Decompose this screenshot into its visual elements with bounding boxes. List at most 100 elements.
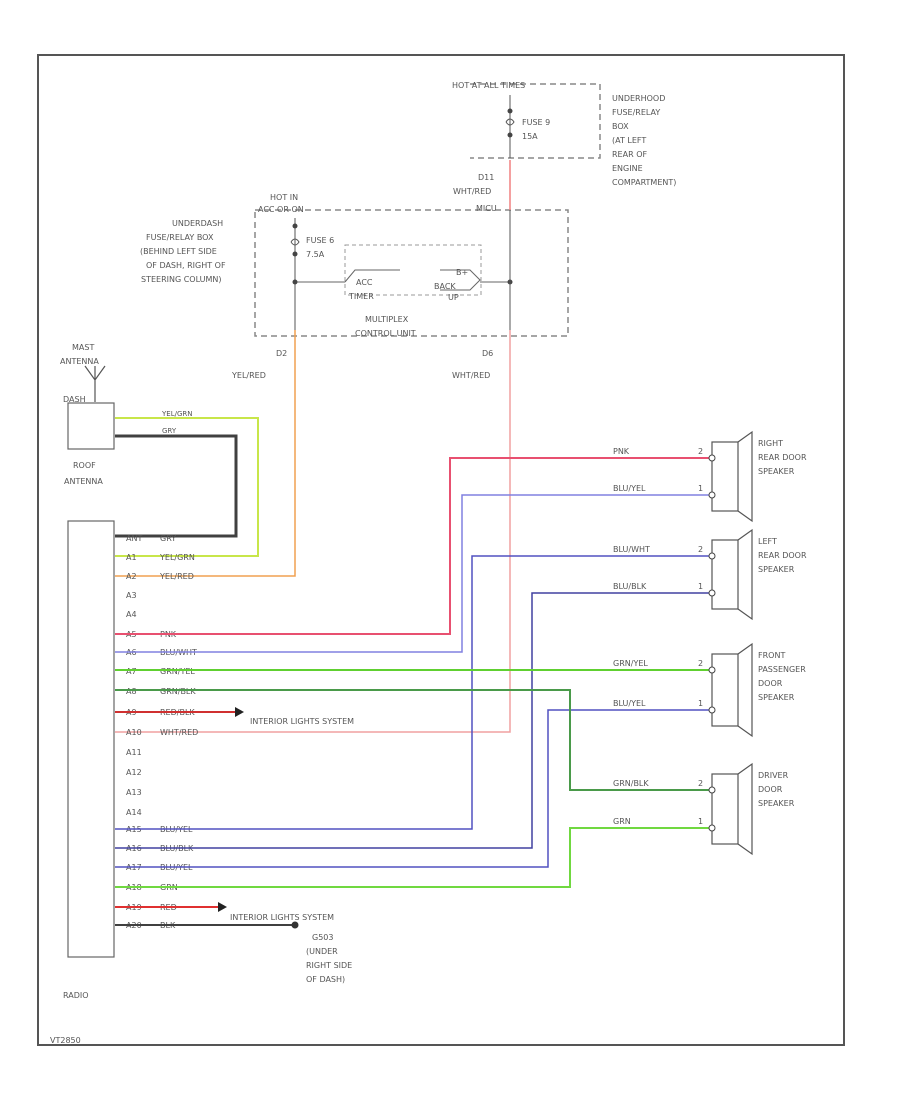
- radio-pin-wire-label: YEL/RED: [159, 572, 194, 581]
- micu-top-label: MICU: [476, 204, 497, 213]
- speaker-name-label: SPEAKER: [758, 693, 795, 702]
- speaker-wire-label: BLU/YEL: [613, 484, 646, 493]
- figure-code: VT2850: [50, 1036, 81, 1045]
- radio-pin-label: A13: [126, 788, 142, 797]
- radio-label: RADIO: [63, 991, 89, 1000]
- wire-pnk: [115, 457, 712, 635]
- interior-lights-label-2: INTERIOR LIGHTS SYSTEM: [230, 913, 334, 922]
- speaker-cone-icon: [737, 762, 753, 856]
- wire-antenna-gry: [115, 434, 238, 538]
- wire-right-label: WHT/RED: [452, 371, 490, 380]
- wire-white-red: [115, 330, 511, 733]
- wire-yel-red: [115, 330, 296, 577]
- underdash-box-label: UNDERDASH FUSE/RELAY BOX (BEHIND LEFT SI…: [140, 219, 228, 284]
- radio-pin-label: A8: [126, 687, 137, 696]
- pin-right-label: D6: [482, 349, 493, 358]
- speaker-cone-icon: [737, 528, 753, 621]
- radio-unit: [67, 520, 115, 958]
- antenna-group: MAST ANTENNA DASH ROOF ANTENNA YEL/GRN G…: [60, 343, 259, 557]
- multiplex-label: MULTIPLEX CONTROL UNIT: [355, 315, 416, 338]
- speaker-name-label: PASSENGER: [758, 665, 806, 674]
- pin-left-label: D2: [276, 349, 287, 358]
- speaker-terminal: [708, 824, 716, 832]
- ground-icon: [291, 921, 299, 929]
- radio-pin-label: A7: [126, 667, 137, 676]
- wire-antenna-yel-grn: [115, 417, 259, 557]
- wire-blu-blk: [115, 592, 712, 849]
- speaker-name-label: DOOR: [758, 679, 783, 688]
- diagram-frame: [37, 54, 845, 1046]
- speaker-name-label: SPEAKER: [758, 467, 795, 476]
- speaker-cone-icon: [737, 642, 753, 738]
- wire-blu-wht: [115, 494, 712, 653]
- underhood-box-label: UNDERHOOD FUSE/RELAY BOX (AT LEFT REAR O…: [612, 94, 676, 187]
- radio-pin-label: A4: [126, 610, 137, 619]
- interior-lights-branches: INTERIOR LIGHTS SYSTEM INTERIOR LIGHTS S…: [115, 707, 355, 984]
- multiplex-control-unit: HOT IN ACC OR ON MICU FUSE 6 7.5A UNDERD…: [140, 193, 569, 338]
- speaker-wire-label: GRN/YEL: [613, 659, 648, 668]
- antenna-icon: [84, 365, 106, 402]
- radio-pin-label: ANT: [126, 534, 142, 543]
- speaker-name-label: SPEAKER: [758, 799, 795, 808]
- radio-pin-label: A10: [126, 728, 142, 737]
- speaker-name-label: REAR DOOR: [758, 453, 807, 462]
- roof-antenna-box: [67, 402, 115, 450]
- fuse9-icon: [505, 118, 515, 126]
- fuse9-dot-icon: [507, 108, 513, 114]
- speaker-wire-label: PNK: [613, 447, 630, 456]
- radio-pin-wire-label: WHT/RED: [160, 728, 198, 737]
- speaker-wire-label: BLU/BLK: [613, 582, 647, 591]
- radio-pin-label: A11: [126, 748, 142, 757]
- speaker-terminal: [708, 786, 716, 794]
- speaker-pin-label: 2: [698, 779, 703, 788]
- speaker-wire-label: BLU/WHT: [613, 545, 650, 554]
- dash-label: DASH: [63, 395, 86, 404]
- speaker-terminal: [708, 589, 716, 597]
- radio-pin-label: A14: [126, 808, 142, 817]
- ground-label: G503 (UNDER RIGHT SIDE OF DASH): [306, 933, 355, 984]
- speaker-terminal: [708, 666, 716, 674]
- speaker-name-label: REAR DOOR: [758, 551, 807, 560]
- speaker-name-label: DRIVER: [758, 771, 789, 780]
- antenna-wire-label-2: GRY: [162, 427, 177, 435]
- interior-lights-label-1: INTERIOR LIGHTS SYSTEM: [250, 717, 354, 726]
- speaker-body: [711, 653, 739, 727]
- speaker-terminal: [708, 552, 716, 560]
- fuse6-icon: [290, 238, 300, 246]
- wire-blu-yel-1: [115, 555, 712, 830]
- wire-blu-yel-2: [115, 709, 712, 868]
- wire-grn-blk: [115, 689, 712, 791]
- c1-pin-label: D11: [478, 173, 494, 182]
- radio-pin-wire-label: GRN/YEL: [160, 667, 195, 676]
- hot-acc-label: HOT IN ACC OR ON: [258, 193, 304, 214]
- fuse6-amp-label: 7.5A: [306, 250, 325, 259]
- radio-pin-wire-label: YEL/GRN: [159, 553, 195, 562]
- speaker-body: [711, 773, 739, 845]
- speaker-pin-label: 2: [698, 447, 703, 456]
- speaker-pin-label: 2: [698, 545, 703, 554]
- speaker-terminal: [708, 454, 716, 462]
- speaker-terminal: [708, 491, 716, 499]
- speaker-pin-label: 1: [698, 582, 703, 591]
- fuse9-label: FUSE 9: [522, 118, 550, 127]
- radio-pin-label: A12: [126, 768, 142, 777]
- speaker-body: [711, 539, 739, 610]
- speaker-name-label: RIGHT: [758, 439, 783, 448]
- radio-pin-label: A1: [126, 553, 137, 562]
- speaker-pin-label: 1: [698, 699, 703, 708]
- speaker: 2GRN/YEL1BLU/YELFRONTPASSENGERDOORSPEAKE…: [613, 642, 806, 738]
- wire-left-label: YEL/RED: [231, 371, 266, 380]
- speaker-wires: [115, 457, 712, 888]
- hot-at-all-times-label: HOT AT ALL TIMES: [452, 81, 525, 90]
- wire-grn: [115, 827, 712, 888]
- acc-timer-label: ACC TIMER: [348, 278, 375, 301]
- speaker-wire-label: BLU/YEL: [613, 699, 646, 708]
- underhood-fuse-box: HOT AT ALL TIMES FUSE 9 15A UNDERHOOD FU…: [452, 81, 676, 187]
- mast-antenna-label: MAST ANTENNA: [60, 343, 99, 366]
